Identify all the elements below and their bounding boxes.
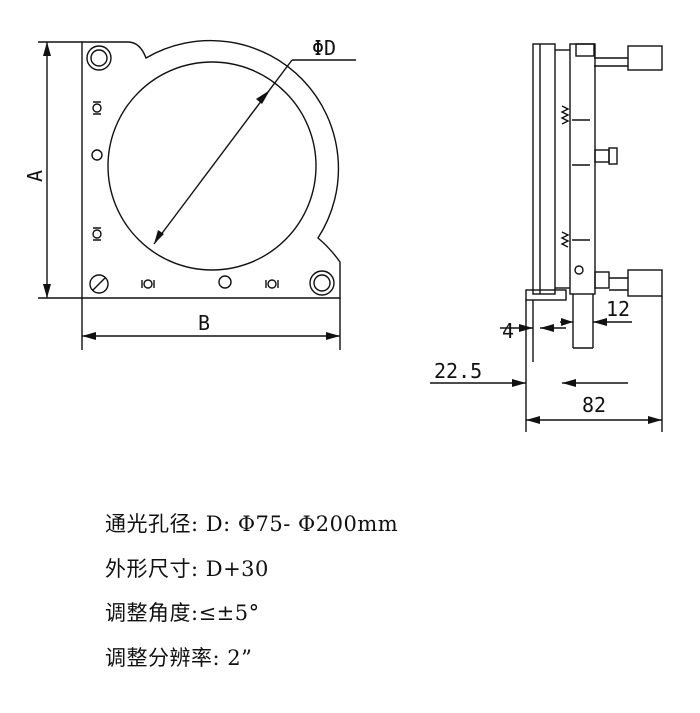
spec-adjust-angle: 调整角度:≤±5° — [105, 601, 260, 625]
dim-12-label: 12 — [606, 297, 630, 321]
middle-screw — [594, 147, 618, 165]
hole-bottom-mid — [218, 275, 232, 289]
spring-lower — [560, 231, 570, 248]
spec-outer-size: 外形尺寸: D+30 — [105, 557, 269, 581]
diameter-arrow-lower — [154, 230, 164, 244]
aperture-circle — [107, 61, 317, 271]
adjustment-knob-bottom — [594, 269, 663, 297]
diameter-dimension-line — [153, 59, 293, 245]
corner-hole-top-left — [86, 45, 112, 71]
corner-hole-bottom-right — [309, 270, 335, 296]
dim-82-label: 82 — [582, 393, 606, 417]
dim-4-label: 4 — [502, 319, 514, 343]
spring-upper — [560, 105, 570, 125]
spec-aperture: 通光孔径: D: Φ75- Φ200mm — [105, 512, 399, 536]
front-view: ΦD A B — [23, 36, 356, 350]
hole-left-mid — [91, 149, 103, 161]
spring-pin-1 — [92, 101, 102, 115]
front-plate-outline — [81, 39, 341, 299]
width-label: B — [198, 311, 210, 335]
spring-pin-3 — [141, 279, 155, 289]
spring-pin-4 — [265, 279, 279, 289]
bottom-left-screw — [89, 274, 109, 294]
side-view: 4 12 22.5 82 — [430, 43, 663, 432]
dim-22-5-label: 22.5 — [434, 359, 482, 383]
spec-resolution: 调整分辨率: 2” — [105, 646, 253, 670]
side-back-plate — [569, 43, 596, 295]
height-label: A — [23, 170, 47, 182]
adjustment-knob-top — [575, 43, 663, 71]
side-front-plate — [532, 43, 556, 295]
diameter-label: ΦD — [312, 36, 336, 60]
diameter-arrow-upper — [256, 90, 270, 104]
spring-pin-2 — [92, 227, 102, 241]
